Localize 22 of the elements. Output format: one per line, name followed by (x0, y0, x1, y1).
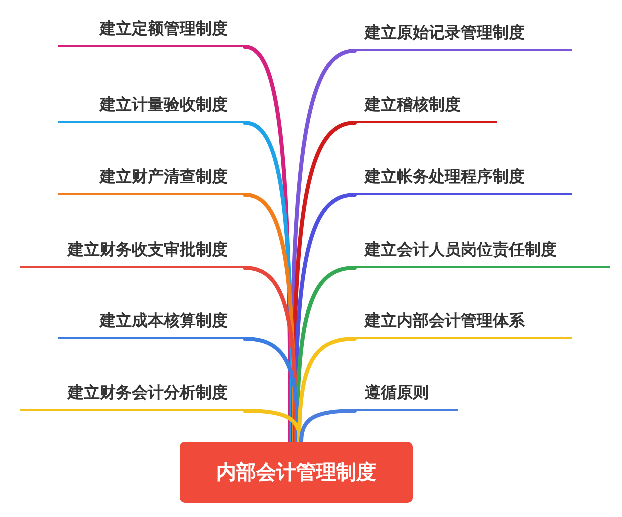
branch-label: 建立会计人员岗位责任制度 (355, 236, 610, 268)
branch-label: 建立成本核算制度 (58, 307, 245, 339)
branch-line (243, 121, 294, 444)
branch-label: 建立定额管理制度 (58, 15, 245, 47)
branch-label: 遵循原则 (355, 379, 458, 411)
branch-line (243, 45, 292, 444)
branch-label: 建立帐务处理程序制度 (355, 163, 572, 195)
branch-label: 建立内部会计管理体系 (355, 307, 572, 339)
branch-label: 建立财务收支审批制度 (20, 236, 245, 268)
branch-line (296, 266, 357, 444)
branch-line (298, 337, 357, 444)
branch-label: 建立财产清查制度 (58, 163, 245, 195)
branch-line (243, 337, 300, 444)
root-box: 内部会计管理制度 (180, 442, 413, 503)
branch-line (243, 266, 298, 444)
branch-line (300, 409, 357, 444)
branch-line (294, 193, 357, 444)
branch-label: 建立财务会计分析制度 (20, 379, 245, 411)
branch-line (243, 193, 296, 444)
branch-label: 建立稽核制度 (355, 91, 497, 123)
branch-label: 建立原始记录管理制度 (355, 19, 572, 51)
branch-label: 建立计量验收制度 (58, 91, 245, 123)
